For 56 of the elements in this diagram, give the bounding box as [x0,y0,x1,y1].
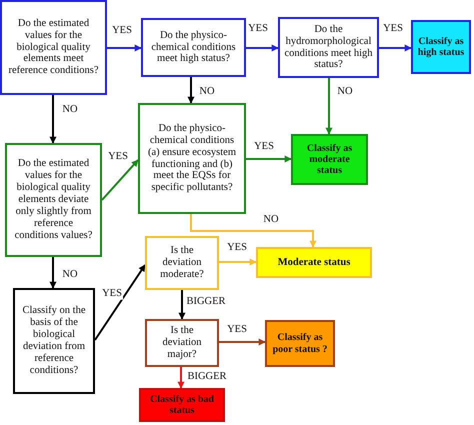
edge-label: YES [253,142,275,152]
arrow [178,290,186,320]
box-text: Do the physico-chemical conditions meet high status? [150,30,237,66]
edge-label: YES [382,24,404,34]
decision-box [0,0,107,95]
edge-label: YES [107,152,129,162]
box-text: Is the deviation moderate? [159,245,205,281]
arrow [246,44,279,52]
result-box [291,134,368,185]
decision-box [13,288,95,394]
result-box [265,320,335,367]
box-text: Moderate status [278,256,350,268]
box-text: Do the hydromorphological conditions meet high status? [284,24,373,72]
decision-box [138,103,246,214]
decision-box [145,236,219,290]
edge-label: NO [198,86,216,98]
box-text: Classify as bad status [149,394,215,416]
arrow [50,95,56,144]
box-text: Classify as moderate status [306,142,354,176]
box-text: Classify on the basis of the biological deviation from reference conditions? [22,305,86,377]
result-box [411,20,471,74]
edge-label: YES [111,26,133,36]
arrow [246,156,292,162]
box-text: Classify as poor status ? [272,332,328,355]
edge-label: YES [226,242,248,254]
decision-box [145,319,219,367]
result-box [256,247,372,278]
arrow [94,264,146,341]
decision-box [278,17,379,78]
arrow [379,44,412,52]
arrow [188,77,194,104]
box-text: Classify as high status [417,36,465,58]
arrow [178,367,184,389]
result-box [139,388,225,422]
arrow [326,78,332,135]
box-text: Do the estimated values for the biological quality elements meet reference conditions? [7,18,100,78]
box-text: Is the deviation major? [161,325,203,361]
edge-label: NO [61,104,79,116]
decision-box [5,143,102,257]
arrow [107,44,142,52]
edge-label: NO [61,270,79,280]
arrow [219,258,257,266]
arrow [219,338,266,346]
edge-label: NO [336,86,354,98]
edge-label: YES [247,24,269,34]
arrow [190,214,316,248]
edge-label: NO [262,214,280,226]
edge-label: BIGGER [186,372,228,382]
box-text: Do the physico-chemical conditions (a) ensure ecosystem functioning and (b) meet the EQSs for specific pollutants? [146,122,238,194]
edge-label: YES [101,288,123,300]
edge-label: YES [226,324,248,336]
decision-box [141,18,246,77]
arrow [50,257,56,289]
box-text: Do the estimated values for the biological quality elements deviate only slightly from reference conditions values? [14,158,94,242]
arrow [101,159,139,201]
edge-label: BIGGER [185,296,227,308]
